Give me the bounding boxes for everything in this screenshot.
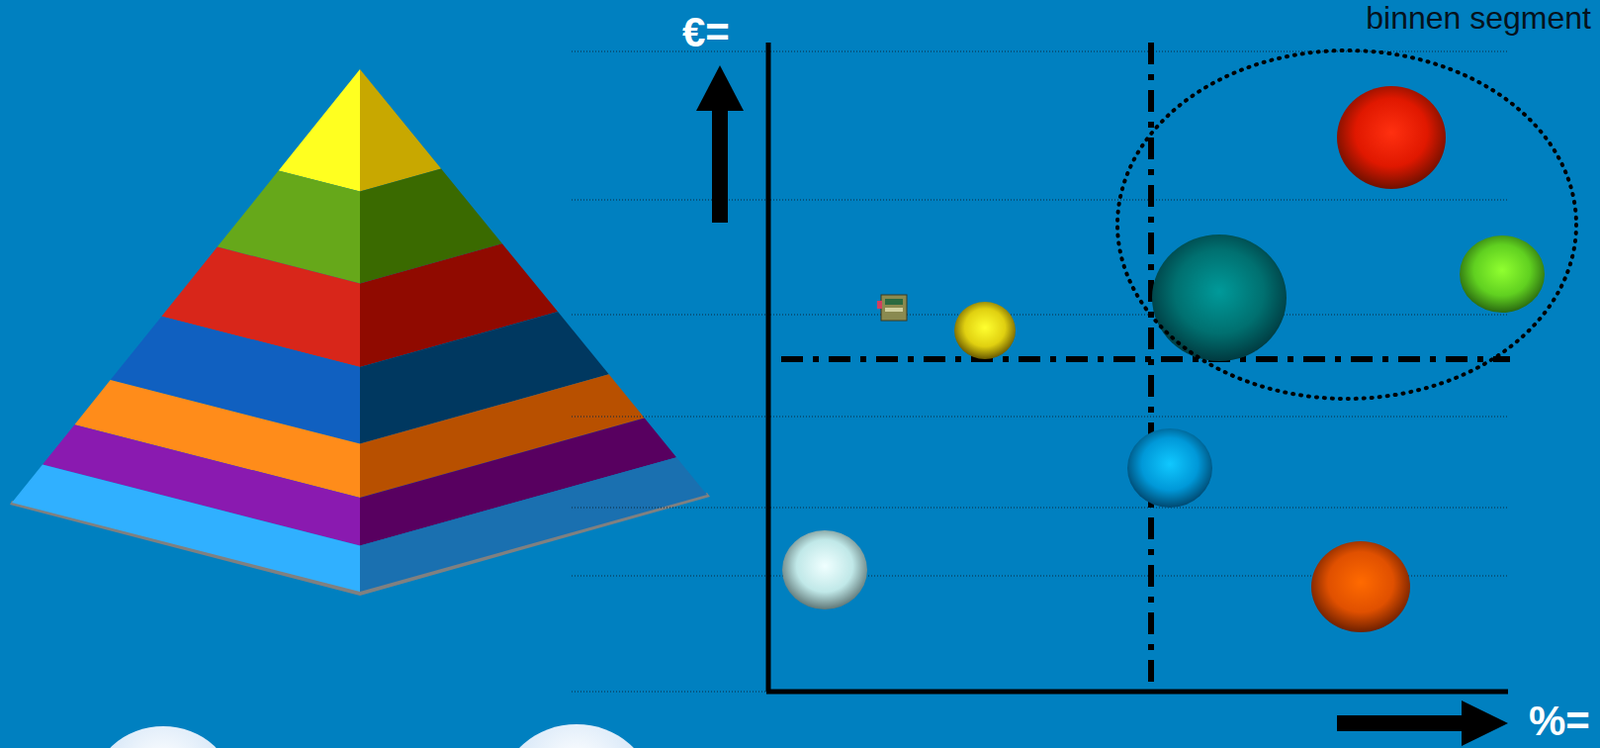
segment-ellipse — [1112, 0, 1598, 406]
grid-lines — [571, 51, 1509, 692]
pyramid-band — [278, 69, 360, 192]
axis-label-percent: %= — [1528, 700, 1591, 742]
chart-axes — [766, 42, 1509, 692]
segment-label: binnen segment — [1365, 1, 1592, 34]
segment-region: binnen segment — [1112, 0, 1598, 406]
axis-arrows — [696, 65, 1509, 746]
small-icon — [877, 294, 907, 321]
bubbles — [782, 86, 1545, 632]
dome-shapes — [91, 723, 652, 748]
axis-label-money: €= — [682, 11, 730, 54]
pyramid-band — [11, 464, 360, 593]
pyramid-illustration — [9, 69, 711, 596]
pyramid-band — [359, 456, 708, 592]
